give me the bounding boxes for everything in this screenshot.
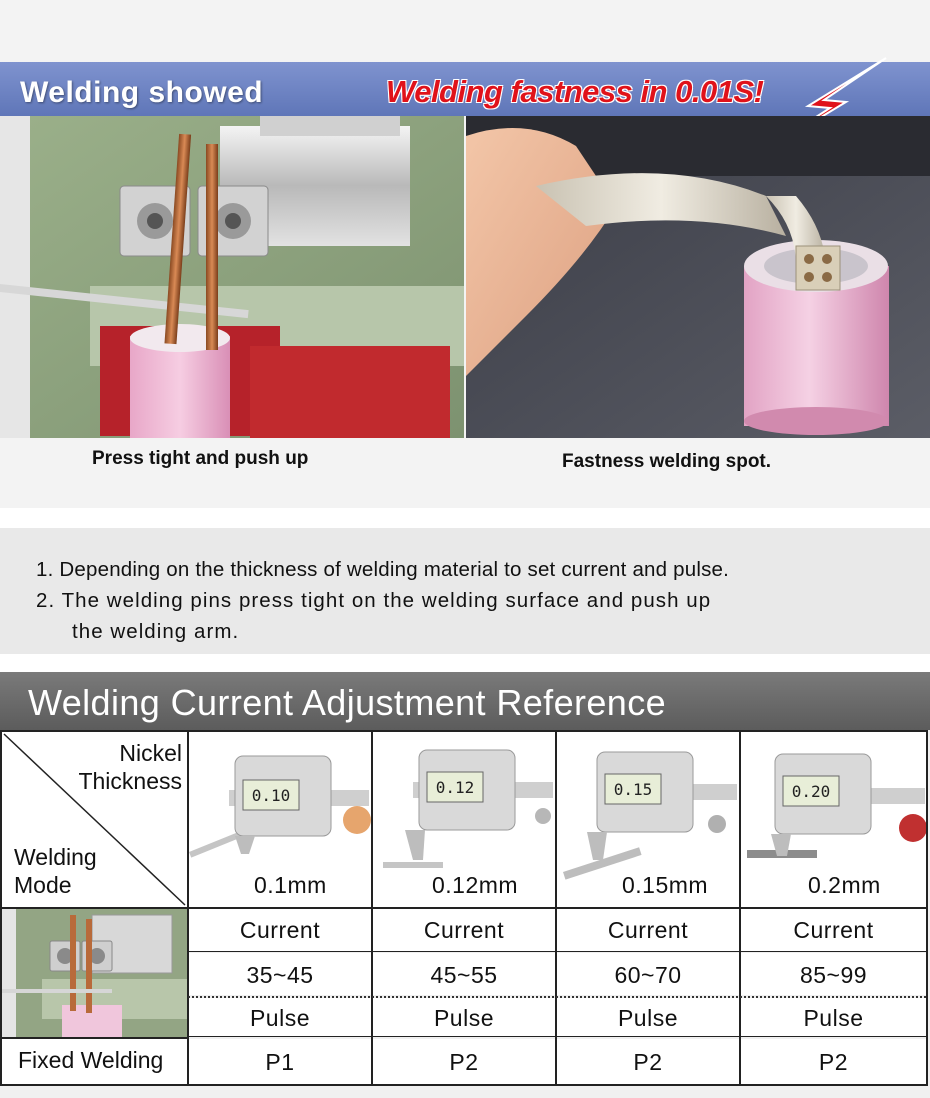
instructions-section <box>0 528 930 654</box>
caliper-image-1: 0.10 <box>189 755 371 858</box>
reference-title: Welding Current Adjustment Reference <box>28 682 667 723</box>
current-label-3: Current <box>607 917 689 943</box>
grid-line-v <box>739 730 741 1086</box>
banner-title-right: Welding fastness in 0.01S! <box>386 74 764 109</box>
current-label-row <box>189 909 926 951</box>
header-welding-mode: Welding Mode <box>14 843 134 899</box>
caliper-display-2: 0.12 <box>436 778 475 797</box>
grid-line-v <box>555 730 557 1086</box>
dotted-separator <box>188 996 926 998</box>
current-value-4: 85~99 <box>799 962 868 988</box>
header-bottom-line-1: Welding <box>14 844 97 870</box>
thickness-cell-3: 0.15 <box>557 732 739 907</box>
pulse-value-3: P2 <box>633 1049 663 1075</box>
grid-line-v <box>0 730 2 1086</box>
grid-line-h <box>0 1037 188 1039</box>
thickness-label-2: 0.12mm <box>432 872 519 898</box>
grid-line-v <box>187 730 189 1086</box>
thickness-label-3: 0.15mm <box>622 872 709 898</box>
welder-thumbnail <box>2 909 187 1037</box>
current-value-2: 45~55 <box>430 962 498 988</box>
pulse-label-4: Pulse <box>803 1005 864 1031</box>
pulse-value-2: P2 <box>449 1049 479 1075</box>
thickness-cell-2: 0.12 <box>373 732 555 907</box>
pulse-label-2: Pulse <box>433 1005 495 1031</box>
fixed-welding-cell <box>2 1039 187 1084</box>
caliper-display-3: 0.15 <box>614 780 653 799</box>
caliper-image-2: 0.12 <box>383 749 553 868</box>
grid-line-h <box>188 951 928 952</box>
current-label-4: Current <box>793 917 874 943</box>
instruction-line-1: 1. Depending on the thickness of welding… <box>36 558 730 581</box>
caliper-image-4: 0.20 <box>747 753 927 858</box>
current-value-3: 60~70 <box>614 962 682 988</box>
current-label-1: Current <box>239 917 321 943</box>
pulse-value-4: P2 <box>818 1049 849 1075</box>
grid-line-h <box>0 907 928 909</box>
pulse-label-1: Pulse <box>249 1005 311 1031</box>
instruction-line-3: the welding arm. <box>72 620 240 643</box>
grid-line-v <box>371 730 373 1086</box>
caliper-image-3: 0.15 <box>563 751 737 880</box>
pulse-value-1: P1 <box>265 1049 295 1075</box>
caliper-display-1: 0.10 <box>252 786 291 805</box>
header-nickel-thickness: Nickel Thickness <box>62 739 182 795</box>
table-corner-cell <box>2 732 187 907</box>
instruction-line-2: 2. The welding pins press tight on the w… <box>36 589 712 612</box>
current-value-1: 35~45 <box>246 962 314 988</box>
grid-line-h <box>0 1084 928 1086</box>
header-top-line-1: Nickel <box>119 740 182 766</box>
current-value-row <box>189 953 926 995</box>
caption-welding-spot: Fastness welding spot. <box>562 451 772 472</box>
banner-title-left: Welding showed <box>20 76 264 109</box>
pulse-label-row <box>189 998 926 1036</box>
welding-press-photo <box>0 116 464 438</box>
thickness-label-4: 0.2mm <box>808 872 881 898</box>
grid-line-h <box>188 1036 928 1037</box>
thickness-cell-4: 0.20 <box>741 732 927 907</box>
current-label-2: Current <box>423 917 505 943</box>
header-bottom-line-2: Mode <box>14 872 72 898</box>
caption-press-tight: Press tight and push up <box>92 448 309 469</box>
header-top-line-2: Thickness <box>78 768 182 794</box>
fixed-welding-label: Fixed Welding <box>18 1047 164 1073</box>
thickness-label-1: 0.1mm <box>254 872 327 898</box>
grid-line-h <box>0 730 928 732</box>
grid-line-v <box>926 730 928 1086</box>
pulse-value-row <box>189 1039 926 1084</box>
pulse-label-3: Pulse <box>617 1005 679 1031</box>
reference-header-bar <box>0 672 930 730</box>
title-banner <box>0 62 930 116</box>
welding-spot-photo <box>466 116 930 438</box>
thickness-cell-1: 0.10 <box>189 732 371 907</box>
caliper-display-4: 0.20 <box>792 782 831 801</box>
